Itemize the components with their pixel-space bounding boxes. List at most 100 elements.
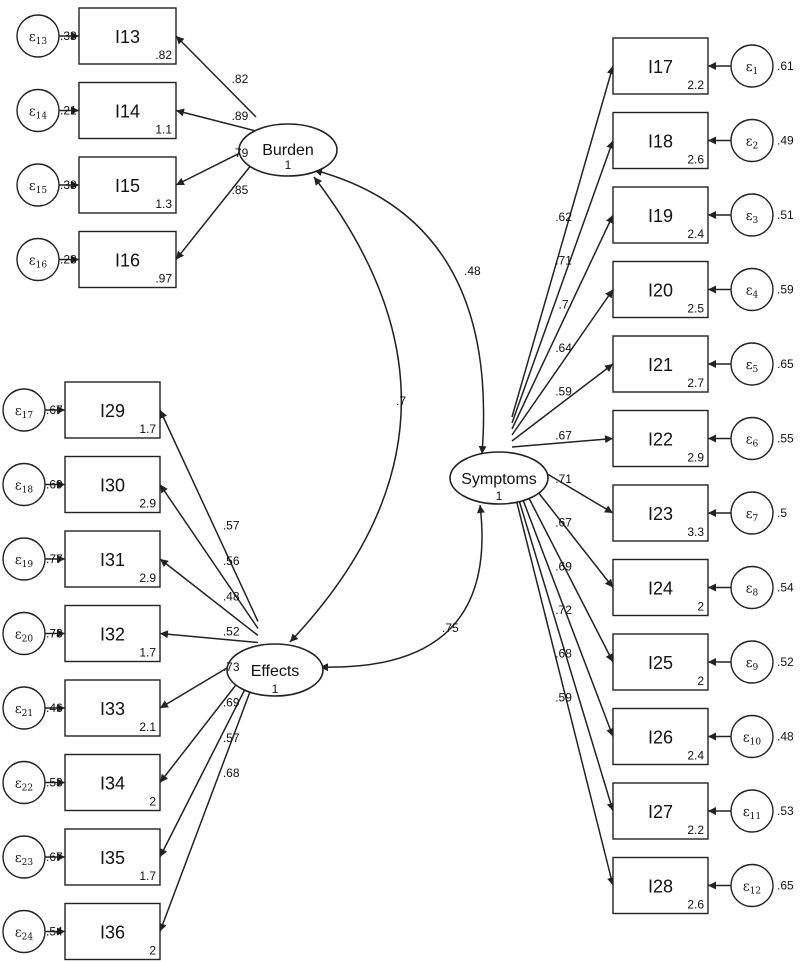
loading-path (511, 65, 615, 418)
indicator-intercept: 2.5 (687, 302, 704, 316)
indicator-intercept: 1.7 (139, 646, 156, 660)
error-variance: .54 (46, 925, 63, 939)
error-variance: .52 (777, 655, 794, 669)
indicator-intercept: 2.9 (139, 571, 156, 585)
indicator-intercept: 2.2 (687, 823, 704, 837)
indicator-intercept: 2 (697, 674, 704, 688)
latent-effects-label: Effects (251, 663, 300, 680)
loading-value: .69 (223, 695, 240, 709)
indicator-box (64, 753, 161, 812)
error-term-circle (2, 388, 46, 432)
indicator-box (612, 558, 709, 617)
latent-effects: Effects 1 (226, 643, 324, 697)
indicator-name: I15 (115, 176, 140, 196)
error-variance: .46 (46, 701, 63, 715)
error-term-circle (730, 44, 774, 88)
indicator-box (64, 530, 161, 588)
latent-burden-label: Burden (262, 142, 314, 159)
loading-path (159, 630, 259, 644)
indicator-box (78, 7, 177, 65)
error-variance: .59 (777, 283, 794, 297)
error-variance: .61 (777, 59, 794, 73)
indicator-name: I27 (648, 802, 673, 822)
loading-path (175, 108, 257, 132)
indicator-name: I33 (100, 699, 125, 719)
loading-path (159, 484, 259, 629)
indicator-name: I29 (100, 401, 125, 421)
indicator-box (78, 81, 177, 140)
indicator-box (612, 782, 709, 840)
error-term-circle (16, 14, 60, 58)
indicator-intercept: 2 (149, 795, 156, 809)
indicator-box (612, 37, 709, 95)
latent-symptoms-variance: 1 (496, 489, 503, 503)
cov-burden-effects-label: .7 (396, 394, 406, 408)
error-variance: .69 (46, 478, 63, 492)
loading-value: .79 (232, 146, 249, 160)
latent-burden: Burden 1 (238, 123, 338, 177)
indicator-intercept: 2.4 (687, 227, 704, 241)
indicator-box (64, 455, 161, 514)
error-term-circle (730, 416, 774, 461)
loading-value: .48 (223, 589, 240, 603)
error-term-circle (730, 714, 774, 759)
error-variance: .33 (60, 29, 77, 43)
error-variance: .21 (60, 104, 77, 118)
indicator-name: I28 (648, 877, 673, 897)
indicator-name: I35 (100, 848, 125, 868)
error-term-circle (730, 118, 774, 163)
error-variance: .54 (777, 581, 794, 595)
error-variance: .51 (777, 208, 794, 222)
error-term-circle (730, 491, 774, 535)
loading-path (159, 558, 259, 637)
indicator-name: I16 (115, 251, 140, 271)
indicator-intercept: 1.7 (139, 869, 156, 883)
indicator-layer: I13.82ε13.33.82I141.1ε14.21.89I151.3ε15.… (2, 7, 794, 961)
error-term-circle (730, 789, 774, 833)
latent-symptoms-label: Symptoms (461, 471, 537, 488)
indicator-box (612, 186, 709, 244)
indicator-intercept: 2.4 (687, 749, 704, 763)
loading-value: .71 (555, 472, 572, 486)
loading-value: .57 (223, 731, 240, 745)
error-term-circle (2, 462, 46, 507)
latent-burden-variance: 1 (285, 158, 292, 172)
error-term-circle (16, 163, 60, 207)
loading-value: .73 (223, 660, 240, 674)
loading-path (511, 482, 615, 886)
loading-value: .62 (555, 210, 572, 224)
loading-path (511, 140, 615, 424)
indicator-intercept: 2.7 (687, 376, 704, 390)
loading-path (511, 214, 614, 430)
indicator-name: I23 (648, 504, 673, 524)
error-variance: .77 (46, 552, 63, 566)
indicator-box (612, 335, 709, 393)
indicator-box (64, 902, 161, 961)
error-variance: .38 (60, 178, 77, 192)
indicator-box (78, 230, 177, 289)
indicator-box (612, 856, 709, 915)
cov-burden-symptoms-arc (313, 168, 487, 455)
error-variance: .67 (46, 403, 63, 417)
error-variance: .53 (777, 804, 794, 818)
error-term-circle (730, 193, 774, 237)
indicator-intercept: 1.7 (139, 422, 156, 436)
indicator-name: I31 (100, 550, 125, 570)
indicator-intercept: 3.3 (687, 525, 704, 539)
loading-value: .82 (232, 72, 249, 86)
indicator-box (64, 828, 161, 886)
error-variance: .28 (60, 253, 77, 267)
